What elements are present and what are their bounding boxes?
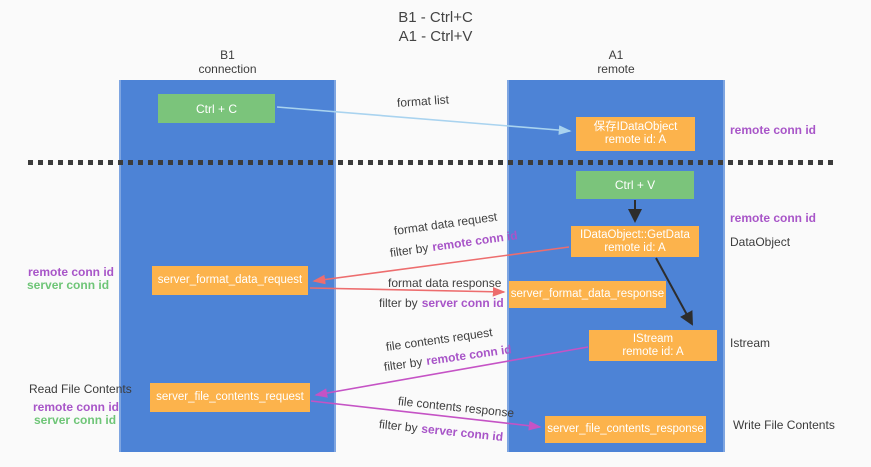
read-file-contents-label: Read File Contents [29,382,132,396]
server-file-contents-request-box: server_file_contents_request [150,383,310,412]
server-format-data-request-label: server_format_data_request [157,274,303,286]
right-lane-name: A1 [608,48,624,62]
left-lane-subtitle: connection [198,62,257,76]
filter-by-text: filter by [379,296,418,310]
right-remote-conn-id-label-mid: remote conn id [730,211,817,225]
istream-line1: IStream [632,332,674,345]
save-idataobject-line2: remote id: A [604,134,667,146]
server-conn-id-text: server conn id [420,421,504,444]
server-conn-id-text: server conn id [421,296,504,310]
server-file-contents-response-box: server_file_contents_response [545,416,706,443]
ctrl-v-label: Ctrl + V [614,178,656,192]
format-list-annotation: format list [396,92,450,110]
filter-by-text: filter by [389,240,430,260]
idataobject-getdata-box: IDataObject::GetData remote id: A [571,226,699,257]
remote-conn-id-text: remote conn id [431,228,519,254]
right-lane-header: A1 remote [507,48,725,76]
save-idataobject-line1: 保存IDataObject [593,121,678,133]
save-idataobject-box: 保存IDataObject remote id: A [576,117,695,151]
server-format-data-response-box: server_format_data_response [509,281,666,308]
right-remote-conn-id-label-top: remote conn id [730,123,817,137]
dashed-separator [28,160,833,165]
server-format-data-response-label: server_format_data_response [510,288,665,300]
filter-by-text: filter by [383,354,424,374]
left-lane-name: B1 [220,48,235,62]
title-line-2: A1 - Ctrl+V [398,28,473,45]
right-lane-subtitle: remote [597,62,635,76]
filter-by-text: filter by [378,417,419,436]
title-line-1: B1 - Ctrl+C [398,9,473,26]
format-data-response-annotation: format data response [388,276,502,290]
left-remote-conn-id-label-bottom: remote conn id [33,400,120,414]
server-file-contents-request-label: server_file_contents_request [156,391,304,403]
ctrl-c-box: Ctrl + C [158,94,275,123]
left-server-conn-id-label-bottom: server conn id [34,413,117,427]
file-contents-response-annotation: file contents response [397,394,515,421]
istream-side-label: Istream [730,336,771,350]
diagram-title: B1 - Ctrl+C A1 - Ctrl+V [0,8,871,46]
ctrl-v-box: Ctrl + V [576,171,694,199]
ctrl-c-label: Ctrl + C [195,101,237,116]
left-server-conn-id-label-mid: server conn id [27,278,110,292]
write-file-contents-label: Write File Contents [733,418,835,432]
server-format-data-request-box: server_format_data_request [152,266,308,295]
getdata-line2: remote id: A [604,241,666,254]
getdata-line1: IDataObject::GetData [580,228,690,241]
istream-line2: remote id: A [622,345,684,358]
server-file-contents-response-label: server_file_contents_response [547,423,704,435]
left-remote-conn-id-label-mid: remote conn id [28,265,115,279]
dataobject-label: DataObject [730,235,791,249]
left-lane-header: B1 connection [119,48,336,76]
istream-box: IStream remote id: A [589,330,717,361]
